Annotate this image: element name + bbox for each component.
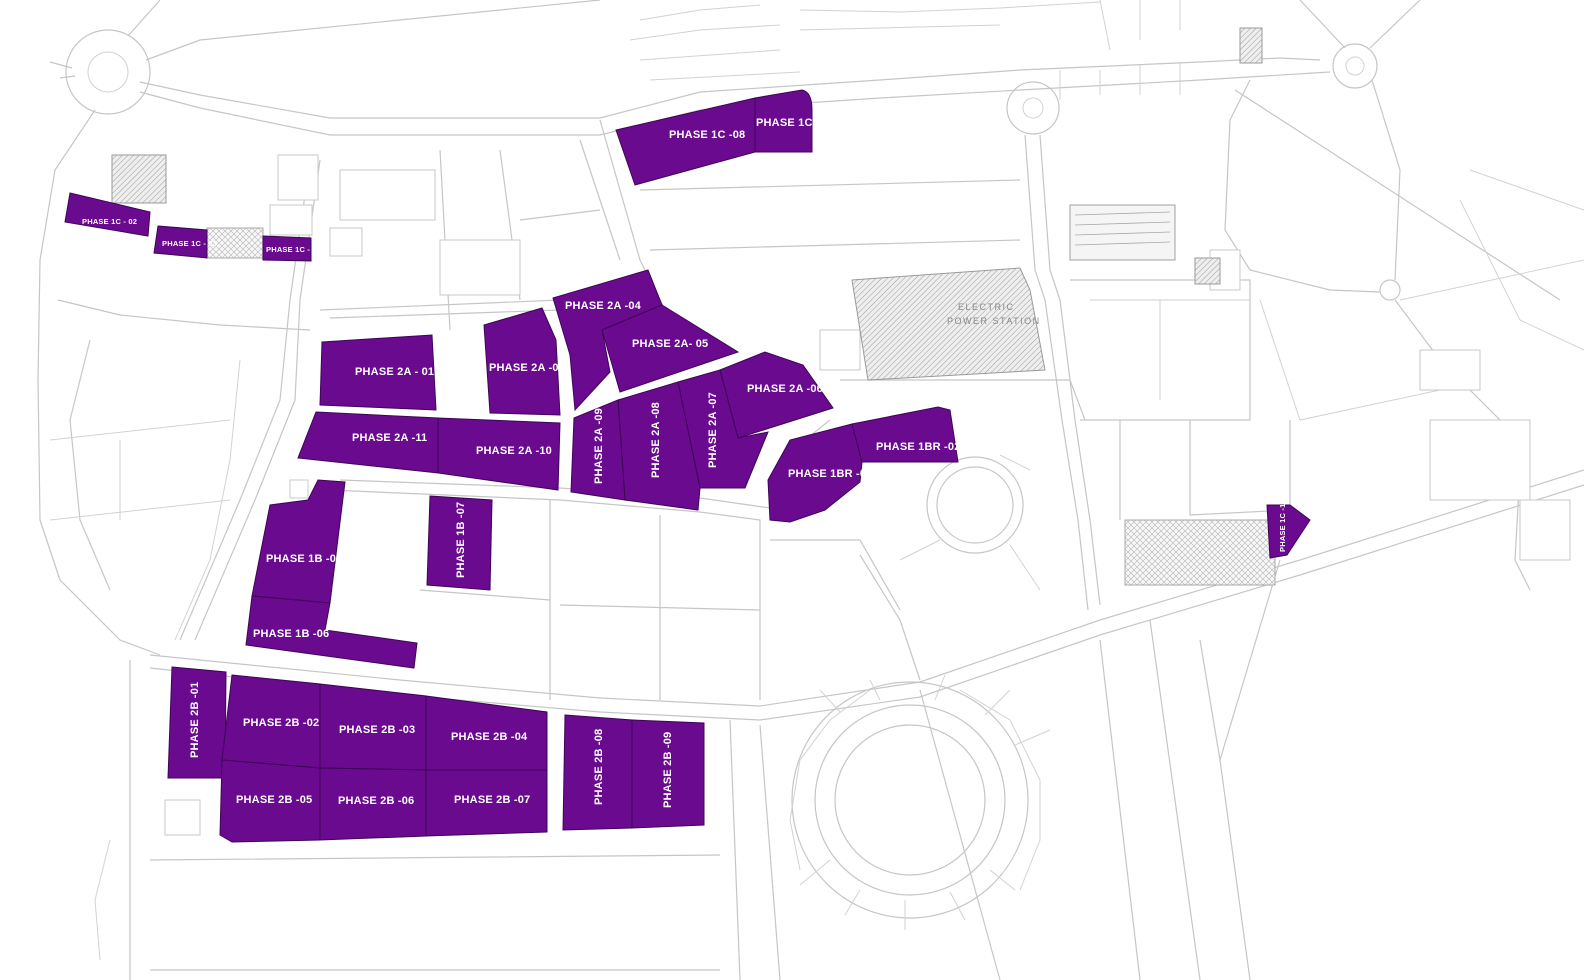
- plot-label: PHASE 1C - 05: [266, 245, 321, 254]
- substation-structure: [1069, 204, 1176, 261]
- plot-label: PHASE 2B -07: [454, 794, 530, 806]
- plot-label: PHASE 2B -04: [451, 731, 528, 743]
- plot-label: PHASE 2B -03: [339, 724, 415, 736]
- plot-phase-2b-08[interactable]: PHASE 2B -08: [562, 714, 633, 831]
- plot-label: PHASE 1C -08: [669, 129, 745, 141]
- plot-label: PHASE 1B -07: [455, 502, 467, 578]
- plot-phase-2a-01[interactable]: PHASE 2A - 01: [319, 334, 437, 411]
- plot-label: PHASE 2A- 05: [632, 338, 708, 350]
- plot-phase-1br-01[interactable]: PHASE 1BR -01: [767, 423, 873, 523]
- plot-label: PHASE 2A -10: [476, 445, 552, 457]
- plot-label: PHASE 2A - 01: [355, 366, 434, 378]
- hatched-areas: [111, 27, 1276, 586]
- plot-label: PHASE 2A -11: [352, 432, 427, 444]
- plot-phase-2a-04[interactable]: PHASE 2A -04: [552, 269, 663, 412]
- plot-phase-1c-02[interactable]: PHASE 1C - 02: [64, 192, 151, 237]
- plot-label: PHASE 1C -09: [756, 117, 832, 129]
- plot-label: PHASE 2B -08: [593, 729, 605, 805]
- plot-phase-1c-05[interactable]: PHASE 1C - 05: [262, 235, 321, 262]
- plot-label: PHASE 1C - 02: [82, 217, 137, 226]
- plot-label: PHASE 2A -09: [593, 408, 605, 484]
- plot-phase-2a-05[interactable]: PHASE 2A- 05: [601, 304, 740, 393]
- plot-label: PHASE 2A -04: [565, 300, 642, 312]
- plot-label: PHASE 2A -07: [707, 392, 719, 468]
- plot-phase-2a-10[interactable]: PHASE 2A -10: [437, 417, 561, 491]
- plot-label: PHASE 2B -01: [189, 682, 201, 758]
- plot-label: PHASE 1B -05: [266, 553, 342, 565]
- plot-phase-2b-05[interactable]: PHASE 2B -05: [219, 759, 321, 843]
- plot-phase-2b-03[interactable]: PHASE 2B -03: [319, 683, 427, 771]
- plot-phase-2a-08[interactable]: PHASE 2A -08: [617, 381, 701, 511]
- plot-label: PHASE 2B -05: [236, 794, 312, 806]
- base-blocks: [164, 154, 1571, 836]
- plot-label: PHASE 1C - 03: [162, 239, 217, 248]
- plot-label: PHASE 1B -06: [253, 628, 329, 640]
- plot-phase-1b-07[interactable]: PHASE 1B -07: [426, 495, 493, 591]
- plot-phase-1c-03[interactable]: PHASE 1C - 03: [153, 225, 217, 259]
- landmark-line-2: POWER STATION: [947, 316, 1041, 326]
- plot-label: PHASE 2A -06: [747, 383, 823, 395]
- landmark-line-1: ELECTRIC: [958, 302, 1015, 312]
- plot-label: PHASE 2B -06: [338, 795, 414, 807]
- plot-phase-2b-02[interactable]: PHASE 2B -02: [221, 674, 321, 769]
- plot-label: PHASE 1C -11: [1278, 500, 1287, 552]
- plot-phase-1b-06[interactable]: PHASE 1B -06: [245, 595, 418, 669]
- plot-phase-1br-02[interactable]: PHASE 1BR -02: [851, 406, 961, 463]
- plot-phase-1c-11[interactable]: PHASE 1C -11: [1266, 500, 1311, 559]
- plot-phase-2b-04[interactable]: PHASE 2B -04: [425, 695, 548, 771]
- plot-phase-2a-09[interactable]: PHASE 2A -09: [570, 399, 626, 501]
- plot-phase-2b-07[interactable]: PHASE 2B -07: [425, 769, 548, 837]
- plot-phase-1c-08[interactable]: PHASE 1C -08: [615, 97, 756, 186]
- plot-phase-2a-06[interactable]: PHASE 2A -06: [719, 351, 834, 439]
- plot-label: PHASE 1BR -02: [876, 441, 961, 453]
- plot-phase-2a-03[interactable]: PHASE 2A -03: [483, 307, 565, 416]
- phase-plots: PHASE 1C - 02 PHASE 1C - 03 PHASE 1C - 0…: [64, 89, 1311, 843]
- plot-label: PHASE 2A -03: [489, 362, 565, 374]
- plot-phase-2b-01[interactable]: PHASE 2B -01: [167, 666, 227, 779]
- plot-label: PHASE 2B -02: [243, 717, 319, 729]
- plot-phase-2b-09[interactable]: PHASE 2B -09: [631, 719, 705, 829]
- plot-phase-1c-09[interactable]: PHASE 1C -09: [754, 89, 832, 153]
- plot-label: PHASE 2B -09: [662, 732, 674, 808]
- plot-phase-2b-06[interactable]: PHASE 2B -06: [319, 767, 427, 841]
- plot-label: PHASE 1BR -01: [788, 468, 873, 480]
- plot-phase-1b-05[interactable]: PHASE 1B -05: [251, 479, 346, 604]
- plot-label: PHASE 2A -08: [650, 402, 662, 478]
- plot-phase-2a-11[interactable]: PHASE 2A -11: [297, 411, 439, 474]
- power-station-label: ELECTRIC POWER STATION: [947, 302, 1041, 326]
